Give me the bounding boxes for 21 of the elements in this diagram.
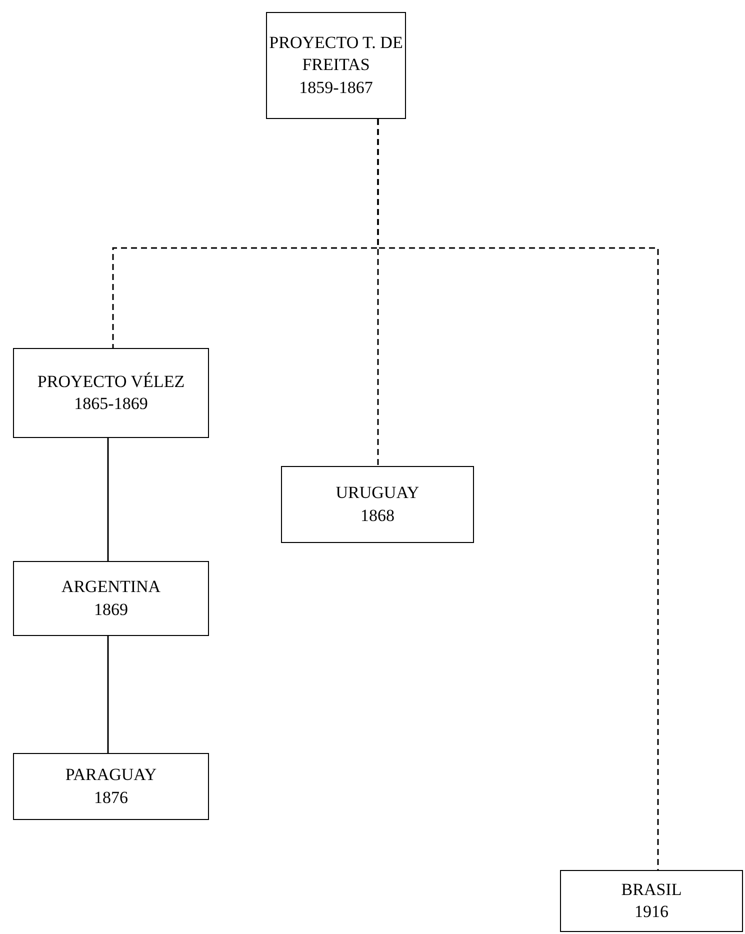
process-box xyxy=(13,561,209,636)
connector-line xyxy=(107,636,109,753)
box-text: PROYECTO VÉLEZ xyxy=(37,370,185,393)
box-text: BRASIL xyxy=(621,878,682,901)
box-text: ARGENTINA xyxy=(61,576,161,598)
connector-line xyxy=(107,438,109,561)
box-text: PARAGUAY xyxy=(65,764,157,786)
process-box xyxy=(13,348,209,438)
box-text: 1868 xyxy=(360,504,394,526)
process-box xyxy=(281,466,474,543)
box-text: URUGUAY xyxy=(336,482,420,504)
box-text: 1859-1867 xyxy=(299,76,373,99)
box-text: 1865-1869 xyxy=(74,393,148,415)
box-text: 1869 xyxy=(94,598,128,620)
process-box xyxy=(13,753,209,820)
process-box xyxy=(560,870,743,932)
box-text: PROYECTO T. DE FREITAS xyxy=(268,32,404,76)
connector-line xyxy=(377,119,659,870)
box-text: 1916 xyxy=(634,901,668,923)
process-box xyxy=(266,12,406,119)
box-text: 1876 xyxy=(94,786,128,808)
